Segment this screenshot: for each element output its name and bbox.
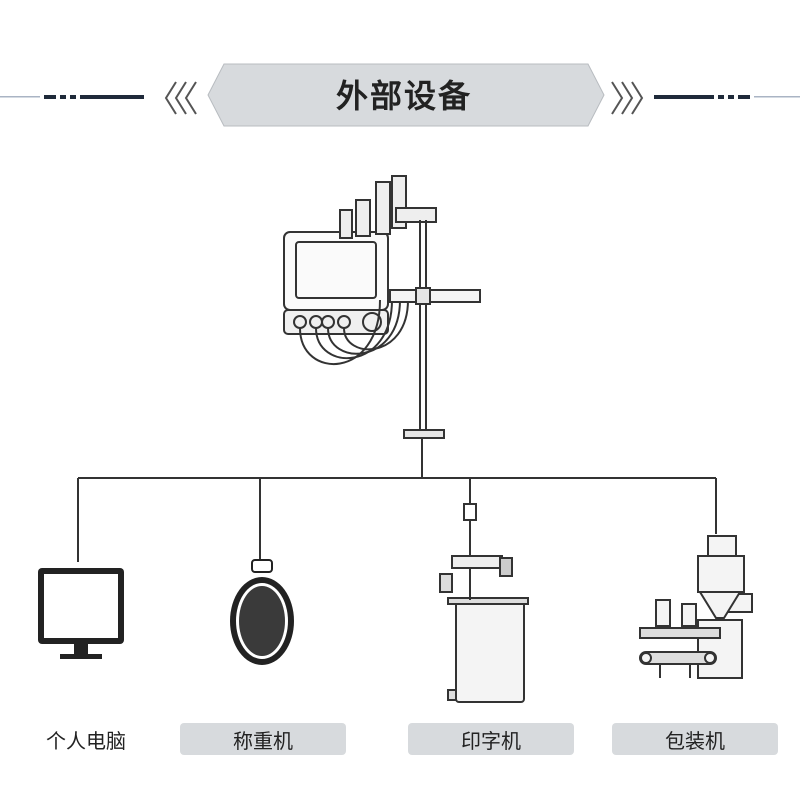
label-packing-machine: 包装机 <box>612 723 778 755</box>
label-printing-machine: 印字机 <box>408 723 574 755</box>
header-right-decoration <box>611 81 800 115</box>
label-weighing-machine: 称重机 <box>180 723 346 755</box>
header-left-decoration <box>0 81 197 115</box>
packing-machine-icon <box>639 535 753 679</box>
page-title: 外部设备 <box>335 77 472 115</box>
scale-icon <box>230 559 294 665</box>
inkjet-printer-icon <box>283 175 481 439</box>
label-personal-computer: 个人电脑 <box>46 728 126 753</box>
printer-icon <box>439 503 529 703</box>
monitor-icon <box>38 568 124 659</box>
title-banner <box>207 63 605 127</box>
connection-lines <box>77 438 717 562</box>
